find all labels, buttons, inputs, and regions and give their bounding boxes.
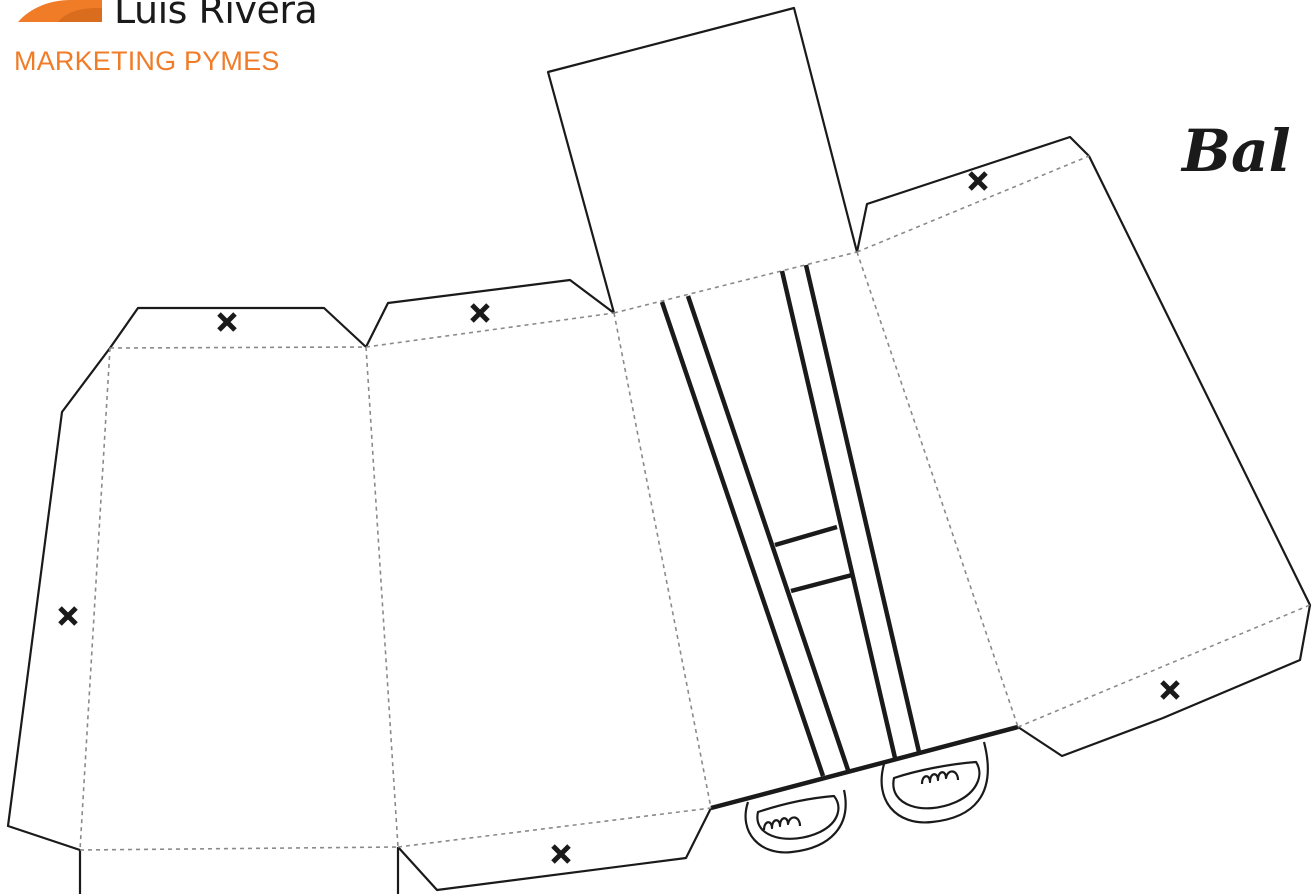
fold-top-center [613,251,858,314]
top-flap [546,6,859,314]
x-mark-icon [58,606,78,626]
fold-bottom-left [79,846,399,851]
bottom-middle-tab [397,807,712,892]
strap-line-3 [779,270,898,759]
left-side-wall [6,347,111,894]
fold-top-middle [365,312,615,348]
left-foot-outline [744,789,847,854]
right-side-wall [1017,155,1312,758]
strap-crossbar-1 [774,524,838,548]
logo-swoosh-icon [18,0,102,22]
fold-top-right [856,155,1090,253]
x-mark-icon [1160,680,1180,700]
right-top-tab [855,135,1090,253]
strap-crossbar-2 [790,572,853,594]
x-mark-icon [968,171,988,191]
fold-bottom-right [1017,604,1311,728]
middle-top-tab [365,278,615,348]
right-foot-toes [920,770,960,785]
right-foot-inner [892,760,981,810]
logo: Luis Rivera MARKETING PYMES [0,0,320,80]
logo-tagline: MARKETING PYMES [14,46,280,76]
strap-line-4 [803,264,922,753]
fold-top-left [109,346,367,349]
left-foot-inner [756,794,840,840]
right-foot-outline [880,741,989,824]
fold-vertical-2 [365,346,399,848]
fold-vertical-3 [613,312,712,809]
page-title: Bal [1182,117,1291,185]
logo-name: Luis Rivera [114,0,318,32]
fold-vertical-4 [856,251,1019,728]
sole-base-line [710,724,1019,811]
x-mark-icon [470,303,490,323]
fold-vertical-1 [79,347,111,851]
strap-line-1 [659,301,826,777]
left-foot-toes [762,816,802,831]
left-top-tab [109,306,367,349]
fold-bottom-middle [397,807,712,848]
strap-line-2 [685,295,851,771]
x-mark-icon [217,312,237,332]
x-mark-icon [551,844,571,864]
